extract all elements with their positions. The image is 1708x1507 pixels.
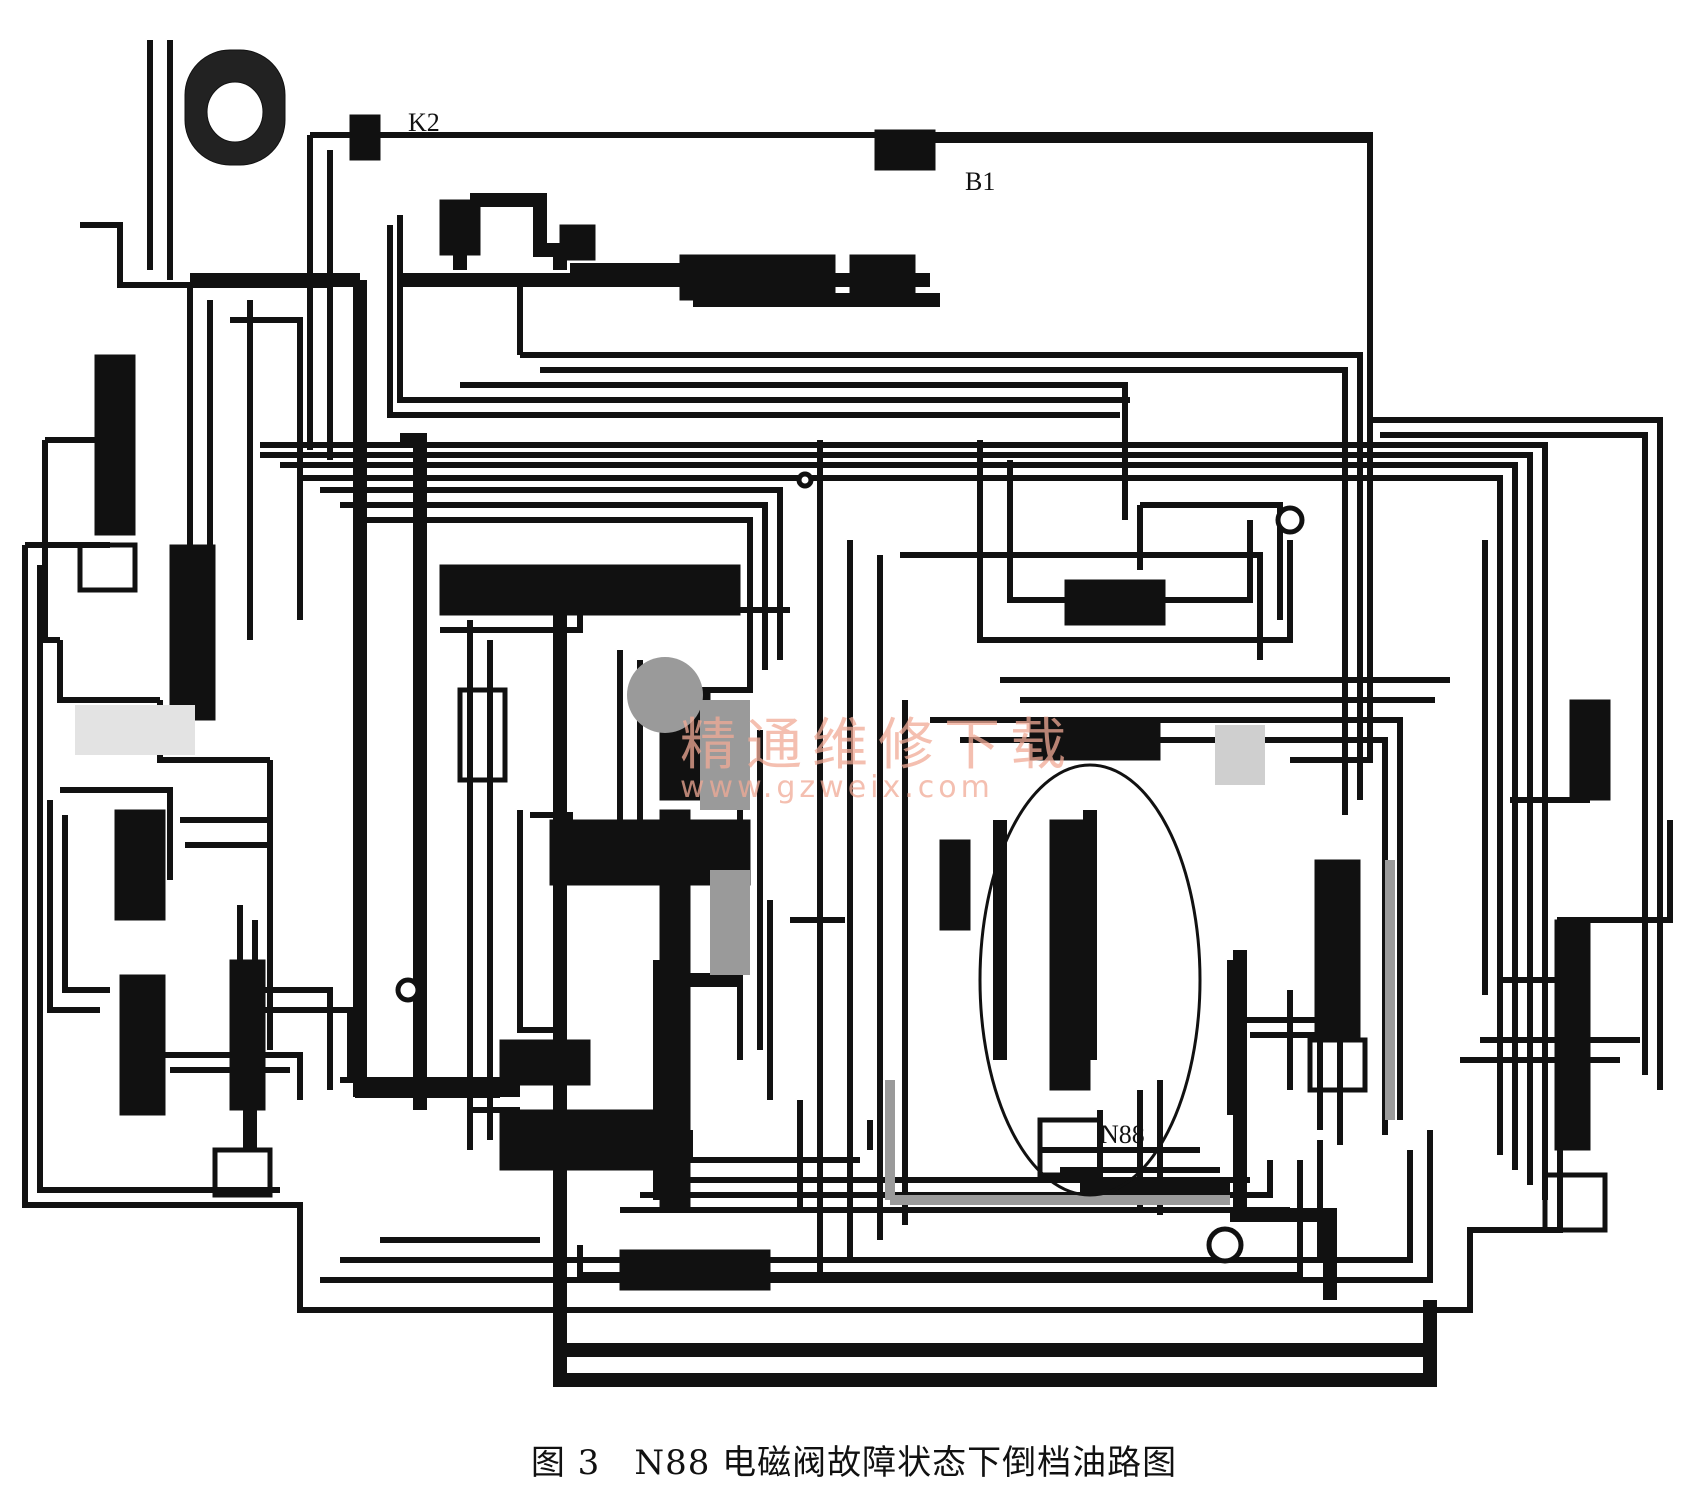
hydraulic-circuit-diagram — [22, 40, 1673, 1387]
watermark-text: 精通维修下载 — [680, 713, 1076, 778]
watermark-url: www.gzweix.com — [680, 770, 994, 805]
label-k2: K2 — [408, 108, 440, 137]
label-n88: N88 — [1100, 1120, 1145, 1149]
check-valves — [395, 471, 1305, 1264]
figure-number: 图 3 — [530, 1443, 601, 1483]
shaded-passages — [885, 860, 1395, 1205]
n88-highlight-loop — [978, 763, 1202, 1197]
gray-fills — [75, 657, 1265, 975]
valve-bodies — [77, 49, 1611, 1291]
figure-caption: 图 3 N88 电磁阀故障状态下倒档油路图 — [0, 1435, 1708, 1484]
thin-oil-passages — [22, 40, 1673, 1313]
label-b1: B1 — [965, 167, 996, 196]
figure-title: N88 电磁阀故障状态下倒档油路图 — [634, 1443, 1178, 1483]
